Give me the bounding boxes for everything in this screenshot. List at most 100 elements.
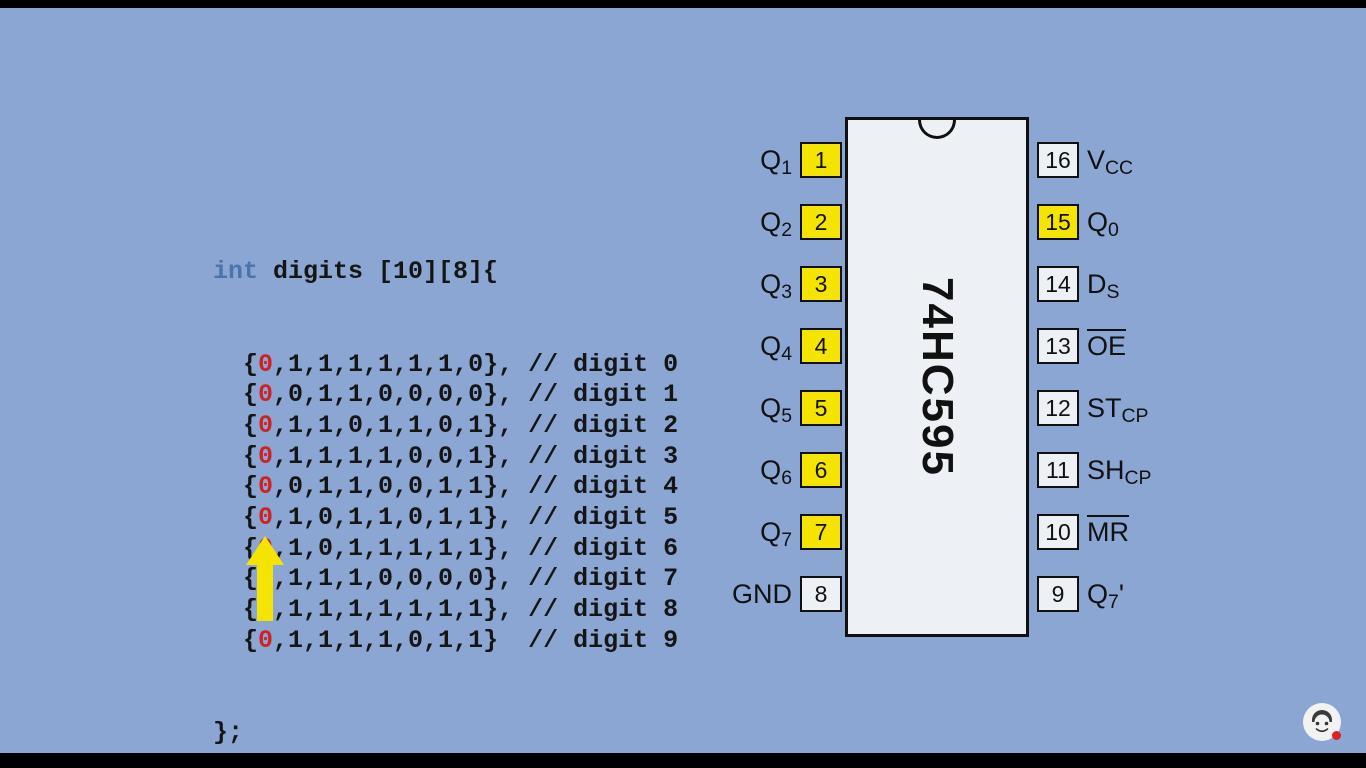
code-declaration-text: digits [10][8]{ (258, 257, 499, 287)
code-open-brace: { (213, 349, 259, 379)
code-comment: // digit 5 (528, 503, 679, 533)
code-open-brace: { (213, 595, 259, 625)
code-bits: ,1,1,1,1,1,1,1}, (273, 595, 529, 625)
code-bits: ,1,1,1,1,0,1,1} (273, 625, 529, 655)
code-comment: // digit 7 (528, 564, 679, 594)
pin-label-oe: OE (1087, 328, 1307, 364)
pin-name-text: Q (760, 269, 782, 299)
code-line-digit-4: {0,0,1,1,0,0,1,1}, // digit 4 (213, 472, 678, 503)
pin-number-box-q4: 4 (800, 328, 842, 364)
channel-avatar-face-icon (1303, 703, 1341, 741)
pin-label-q4: Q4 (620, 328, 792, 365)
code-line-digit-9: {0,1,1,1,1,0,1,1} // digit 9 (213, 626, 678, 657)
code-comment: // digit 3 (528, 441, 679, 471)
code-line-digit-7: {0,1,1,1,0,0,0,0}, // digit 7 (213, 564, 678, 595)
code-bits: ,1,1,0,1,1,0,1}, (273, 410, 529, 440)
pin-name-text: Q (760, 331, 782, 361)
pin-name-text: Q (760, 207, 782, 237)
pin-name-subscript: 7 (781, 528, 792, 551)
code-open-brace: { (213, 503, 259, 533)
pin-name-text: Q (1087, 207, 1109, 237)
pin-label-vcc: VCC (1087, 142, 1307, 179)
pin-name-text: Q (1087, 579, 1109, 609)
code-line-digit-2: {0,1,1,0,1,1,0,1}, // digit 2 (213, 411, 678, 442)
code-first-bit: 0 (258, 410, 274, 440)
code-line-digit-3: {0,1,1,1,1,0,0,1}, // digit 3 (213, 442, 678, 473)
pin-name-text: Q (760, 517, 782, 547)
code-open-brace: { (213, 472, 259, 502)
pin-number-box-ds: 14 (1037, 266, 1079, 302)
pin-label-q6: Q6 (620, 452, 792, 489)
code-bits: ,1,0,1,1,0,1,1}, (273, 503, 529, 533)
pin-label-q2: Q2 (620, 204, 792, 241)
pin-name-subscript: 4 (781, 342, 792, 365)
pin-name-subscript: 0 (1108, 218, 1119, 241)
pin-number-box-q2: 2 (800, 204, 842, 240)
pin-name-text: ST (1087, 393, 1122, 423)
up-arrow (246, 536, 284, 621)
code-first-bit: 0 (258, 503, 274, 533)
code-bits: ,0,1,1,0,0,1,1}, (273, 472, 529, 502)
code-open-brace: { (213, 564, 259, 594)
pin-name-subscript: CP (1124, 466, 1152, 489)
pin-number-box-mr: 10 (1037, 514, 1079, 550)
pin-number-box-shcp: 11 (1037, 452, 1079, 488)
pin-name-text: GND (732, 579, 792, 609)
pin-name-subscript: 5 (781, 404, 792, 427)
pin-number-box-oe: 13 (1037, 328, 1079, 364)
pin-name-suffix: ' (1118, 579, 1124, 609)
code-bits: ,1,0,1,1,1,1,1}, (273, 533, 529, 563)
code-comment: // digit 6 (528, 533, 679, 563)
code-line-digit-5: {0,1,0,1,1,0,1,1}, // digit 5 (213, 503, 678, 534)
pin-label-q0: Q0 (1087, 204, 1307, 241)
pin-label-q1: Q1 (620, 142, 792, 179)
code-comment: // digit 4 (528, 472, 679, 502)
code-bits: ,1,1,1,0,0,0,0}, (273, 564, 529, 594)
pin-number-box-vcc: 16 (1037, 142, 1079, 178)
up-arrow-shaft (257, 565, 273, 621)
code-first-bit: 0 (258, 380, 274, 410)
pin-label-ds: DS (1087, 266, 1307, 303)
pin-name-subscript: 3 (781, 280, 792, 303)
code-bits: ,1,1,1,1,1,1,0}, (273, 349, 529, 379)
code-first-bit: 0 (258, 472, 274, 502)
pin-number-box-q7out: 9 (1037, 576, 1079, 612)
pin-name-subscript: CC (1105, 156, 1134, 179)
pin-number-box-q5: 5 (800, 390, 842, 426)
pin-name-subscript: 7 (1108, 590, 1119, 613)
pin-label-q3: Q3 (620, 266, 792, 303)
ic-part-number: 74HC595 (913, 277, 962, 477)
code-first-bit: 0 (258, 625, 274, 655)
code-comment: // digit 0 (528, 349, 679, 379)
code-first-bit: 0 (258, 349, 274, 379)
code-open-brace: { (213, 410, 259, 440)
code-line-digit-0: {0,1,1,1,1,1,1,0}, // digit 0 (213, 350, 678, 381)
pin-name-text: V (1087, 145, 1106, 175)
pin-label-shcp: SHCP (1087, 452, 1307, 489)
pin-label-stcp: STCP (1087, 390, 1307, 427)
pin-label-gnd: GND (620, 576, 792, 612)
pin-name-subscript: S (1106, 280, 1120, 303)
code-open-brace: { (213, 380, 259, 410)
pin-name-text: D (1087, 269, 1107, 299)
letterbox-bottom (0, 753, 1366, 768)
code-open-brace: { (213, 625, 259, 655)
ic-body: 74HC595 (845, 117, 1029, 637)
pin-number-box-q6: 6 (800, 452, 842, 488)
pin-name-text: Q (760, 145, 782, 175)
code-line-closing: }; (213, 717, 244, 747)
code-comment: // digit 8 (528, 595, 679, 625)
channel-avatar[interactable] (1303, 703, 1341, 741)
pin-number-box-q1: 1 (800, 142, 842, 178)
pin-name-text: Q (760, 455, 782, 485)
code-bits: ,1,1,1,1,0,0,1}, (273, 441, 529, 471)
code-comment: // digit 9 (528, 625, 679, 655)
code-line-digit-1: {0,0,1,1,0,0,0,0}, // digit 1 (213, 380, 678, 411)
pin-label-q7out: Q7' (1087, 576, 1307, 613)
code-open-brace: { (213, 441, 259, 471)
pin-name-subscript: 1 (781, 156, 792, 179)
code-bits: ,0,1,1,0,0,0,0}, (273, 380, 529, 410)
pin-name-text: OE (1087, 331, 1127, 361)
